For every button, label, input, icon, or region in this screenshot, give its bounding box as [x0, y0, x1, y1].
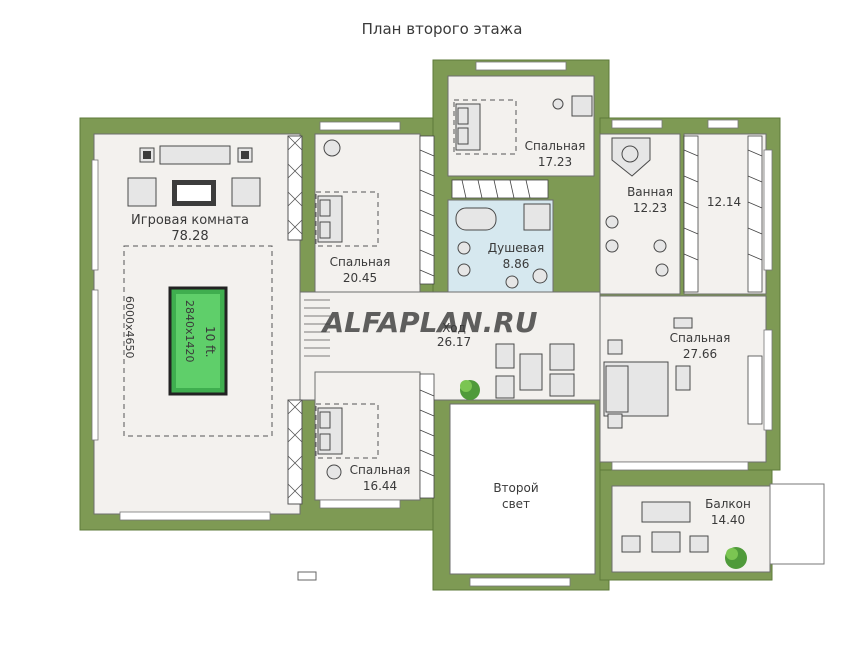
bed-17-23	[453, 95, 593, 155]
billiard-zone-label: 6000х4650	[123, 296, 136, 359]
railings	[287, 135, 303, 505]
billiard-zone	[123, 245, 273, 437]
bedroom-20-45-area: 20.45	[343, 271, 377, 285]
bedroom-27-66-name: Спальная	[670, 331, 731, 345]
entry-marker	[297, 571, 317, 581]
bedroom-17-23-area: 17.23	[538, 155, 572, 169]
bathroom-fixtures	[605, 137, 669, 277]
bed-27-66	[603, 317, 763, 429]
shower-room-area: 8.86	[503, 257, 530, 271]
bed-16-44	[315, 403, 379, 480]
second-light-label-1: Второй	[493, 481, 538, 495]
balcony-area: 14.40	[711, 513, 745, 527]
bathroom-area: 12.23	[633, 201, 667, 215]
bedroom-27-66-area: 27.66	[683, 347, 717, 361]
game-room-furniture	[127, 145, 261, 207]
billiard-size-label: 2840х1420	[183, 300, 196, 363]
second-light-void	[449, 403, 596, 575]
bedroom-20-45-name: Спальная	[330, 255, 391, 269]
game-room-area: 78.28	[171, 229, 208, 244]
watermark: ALFAPLAN.RU	[320, 306, 537, 339]
plan-title: План второго этажа	[362, 20, 523, 38]
second-light-label-2: свет	[502, 497, 530, 511]
closet-area: 12.14	[707, 195, 741, 209]
bathroom-name: Ванная	[627, 185, 673, 199]
balcony-furniture	[621, 483, 825, 569]
billiard-table-label: 10 ft.	[203, 326, 217, 358]
hall-furniture	[460, 343, 575, 400]
wardrobes	[419, 135, 763, 499]
shower-room-name: Душевая	[488, 241, 544, 255]
bed-20-45	[315, 139, 379, 247]
stairs	[304, 299, 330, 357]
hall-name: Ход	[442, 321, 466, 335]
bedroom-16-44-name: Спальная	[350, 463, 411, 477]
game-room-name: Игровая комната	[131, 213, 249, 228]
shower-fixtures	[455, 203, 551, 289]
hall-area: 26.17	[437, 335, 471, 349]
bedroom-16-44-area: 16.44	[363, 479, 397, 493]
balcony-name: Балкон	[705, 497, 751, 511]
bedroom-17-23-name: Спальная	[525, 139, 586, 153]
windows	[91, 61, 773, 587]
